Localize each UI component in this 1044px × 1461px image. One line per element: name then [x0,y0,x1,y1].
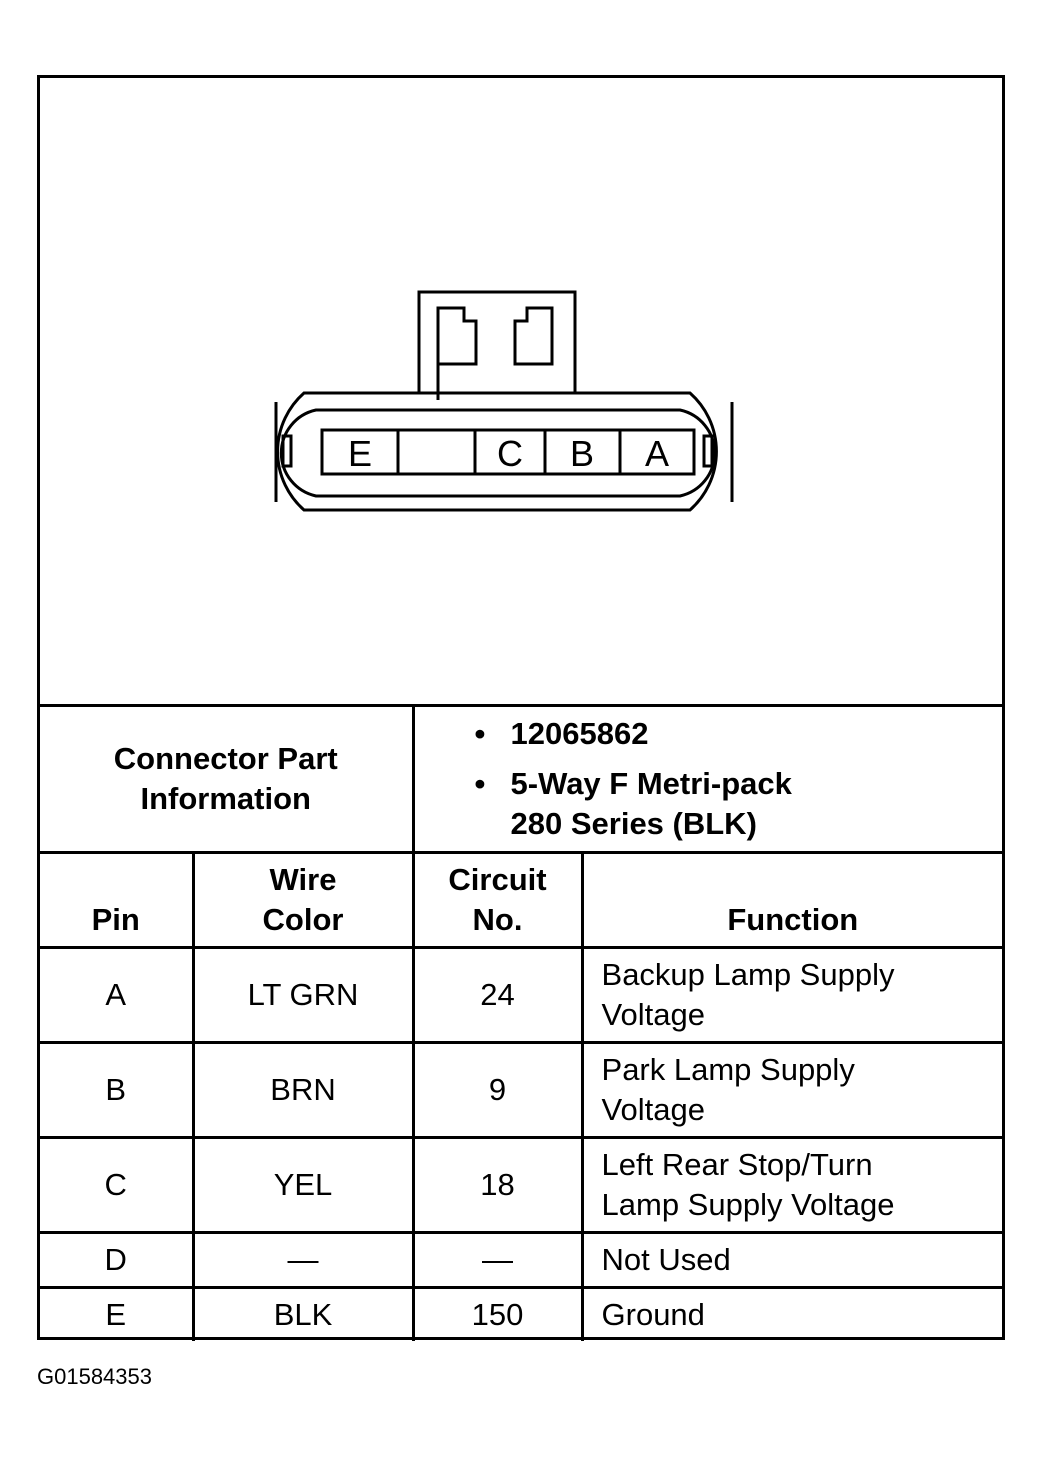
latch-tab-right [513,306,554,366]
cavity-label-e: E [348,433,372,474]
cavity-block [320,428,696,476]
function-cell: Park Lamp Supply Voltage [580,1041,1003,1139]
header-function: Function [580,851,1003,949]
part-description-line1: 5-Way F Metri-pack [510,766,792,801]
wire-color-cell: BRN [191,1041,415,1139]
pin-cell: A [40,946,195,1044]
table-row: B BRN 9 Park Lamp Supply Voltage [40,1041,1003,1139]
circuit-cell: 18 [411,1136,584,1234]
pin-cell: C [40,1136,195,1234]
part-info-label-line1: Connector Part [113,741,338,776]
table-row: A LT GRN 24 Backup Lamp Supply Voltage [40,946,1003,1044]
table-row: C YEL 18 Left Rear Stop/Turn Lamp Supply… [40,1136,1003,1234]
bullet-icon: • [474,766,486,801]
function-cell: Not Used [580,1231,1003,1289]
part-info-values: • 12065862 • 5-Way F Metri-pack 280 Seri… [411,704,1003,854]
part-description-item: • 5-Way F Metri-pack 280 Series (BLK) [475,764,1003,844]
part-info-label-line2: Information [140,781,312,816]
column-header-row: Pin Wire Color Circuit No. Function [40,851,1003,949]
part-info-row: Connector Part Information • 12065862 • … [40,704,1003,854]
part-number: 12065862 [510,716,649,751]
bullet-icon: • [474,716,486,751]
circuit-cell: 9 [411,1041,584,1139]
connector-body-outer [276,391,718,512]
table-row: D — — Not Used [40,1231,1003,1289]
circuit-cell: 24 [411,946,584,1044]
wire-color-cell: YEL [191,1136,415,1234]
pin-cell: D [40,1231,195,1289]
header-wire-color: Wire Color [191,851,415,949]
circuit-cell: — [411,1231,584,1289]
pin-cell: E [40,1286,195,1341]
cavity-label-a: A [645,433,669,474]
cavity-label-b: B [570,433,594,474]
connector-latch [417,290,577,393]
function-cell: Ground [580,1286,1003,1341]
table-row: E BLK 150 Ground [40,1286,1003,1341]
pinout-table: Connector Part Information • 12065862 • … [40,704,1003,1341]
latch-tab-left [436,306,478,400]
cavity-label-c: C [497,433,523,474]
figure-frame: E C B A Connector Part Information • 120… [37,75,1005,1341]
part-description-line2: 280 Series (BLK) [510,806,757,841]
connector-body-inner [279,408,717,498]
wire-color-cell: LT GRN [191,946,415,1044]
part-number-item: • 12065862 [475,714,1003,754]
header-circuit-no: Circuit No. [411,851,584,949]
header-pin: Pin [40,851,195,949]
part-info-label: Connector Part Information [40,704,415,854]
circuit-cell: 150 [411,1286,584,1341]
function-cell: Backup Lamp Supply Voltage [580,946,1003,1044]
figure-id: G01584353 [37,1364,152,1389]
pin-cell: B [40,1041,195,1139]
wire-color-cell: — [191,1231,415,1289]
wire-color-cell: BLK [191,1286,415,1341]
function-cell: Left Rear Stop/Turn Lamp Supply Voltage [580,1136,1003,1234]
connector-diagram: E C B A [274,290,734,512]
